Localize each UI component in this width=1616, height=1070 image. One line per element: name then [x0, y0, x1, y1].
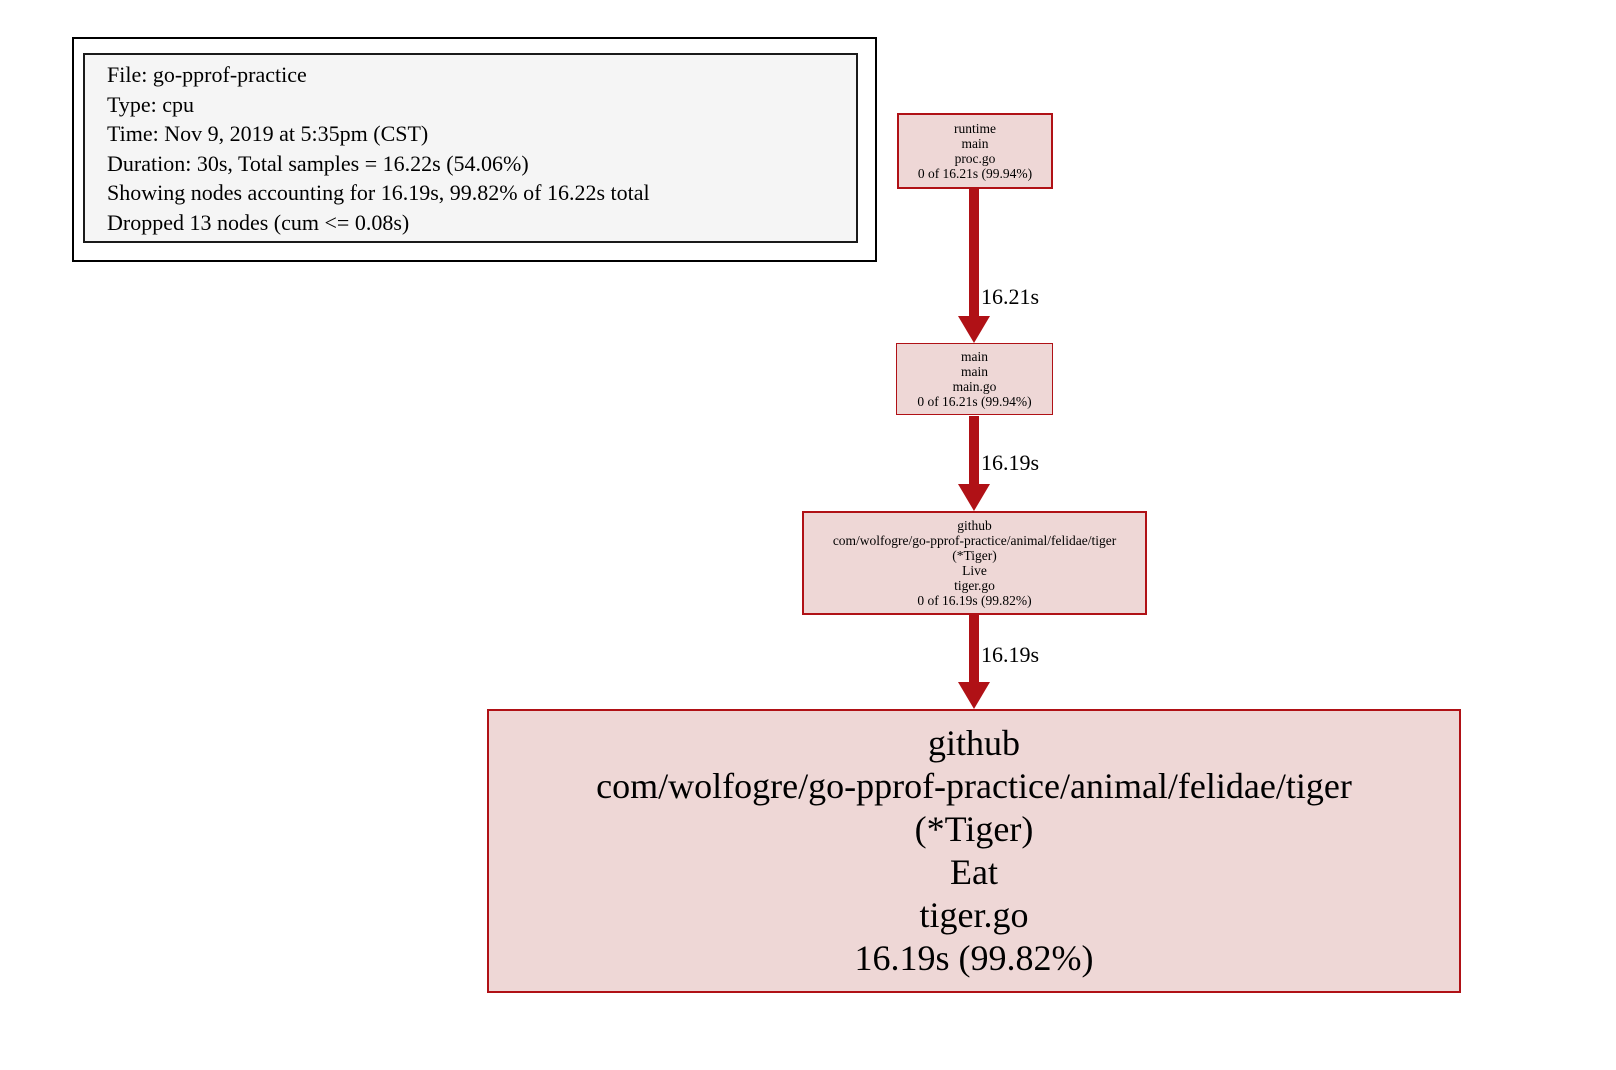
legend-line: Showing nodes accounting for 16.19s, 99.…	[107, 180, 650, 205]
node-text-line: Eat	[950, 852, 998, 892]
edge-main-to-live-label: 16.19s	[981, 450, 1040, 475]
node-text-line: main	[961, 349, 988, 364]
node-text-line: com/wolfogre/go-pprof-practice/animal/fe…	[596, 766, 1352, 806]
node-text-line: (*Tiger)	[914, 809, 1034, 849]
node-text-line: 0 of 16.21s (99.94%)	[917, 394, 1032, 409]
node-text-line: main	[961, 364, 988, 379]
legend-line: Duration: 30s, Total samples = 16.22s (5…	[107, 150, 529, 176]
edge-runtime-to-main-arrowhead-icon	[958, 316, 990, 343]
edge-live-to-eat-arrowhead-icon	[958, 682, 990, 709]
edge-live-to-eat-label: 16.19s	[981, 642, 1040, 667]
node-text-line: tiger.go	[954, 578, 995, 593]
node-text-line: main	[961, 136, 989, 151]
node-text-line: tiger.go	[919, 895, 1029, 935]
edge-live-to-eat-shaft	[969, 614, 979, 682]
node-text-line: 0 of 16.21s (99.94%)	[917, 166, 1033, 181]
node-text-line: github	[927, 723, 1020, 763]
node-text-line: 0 of 16.19s (99.82%)	[917, 593, 1032, 608]
legend-line: Dropped 13 nodes (cum <= 0.08s)	[107, 209, 410, 235]
node-text-line: github	[957, 518, 992, 533]
node-text-line: proc.go	[954, 151, 996, 166]
edge-main-to-live-arrowhead-icon	[958, 484, 990, 511]
node-text-line: 16.19s (99.82%)	[854, 938, 1094, 978]
node-text-line: main.go	[952, 379, 997, 394]
edge-main-to-live-shaft	[969, 416, 979, 484]
node-text-line: runtime	[954, 121, 996, 136]
node-text-line: com/wolfogre/go-pprof-practice/animal/fe…	[832, 533, 1117, 548]
edge-runtime-to-main-shaft	[969, 188, 979, 316]
node-text-line: (*Tiger)	[952, 548, 997, 563]
node-text-line: Live	[962, 563, 987, 578]
legend-line: Time: Nov 9, 2019 at 5:35pm (CST)	[107, 121, 429, 146]
legend-line: File: go-pprof-practice	[107, 62, 307, 87]
edge-runtime-to-main-label: 16.21s	[981, 284, 1040, 309]
legend-line: Type: cpu	[107, 91, 195, 117]
